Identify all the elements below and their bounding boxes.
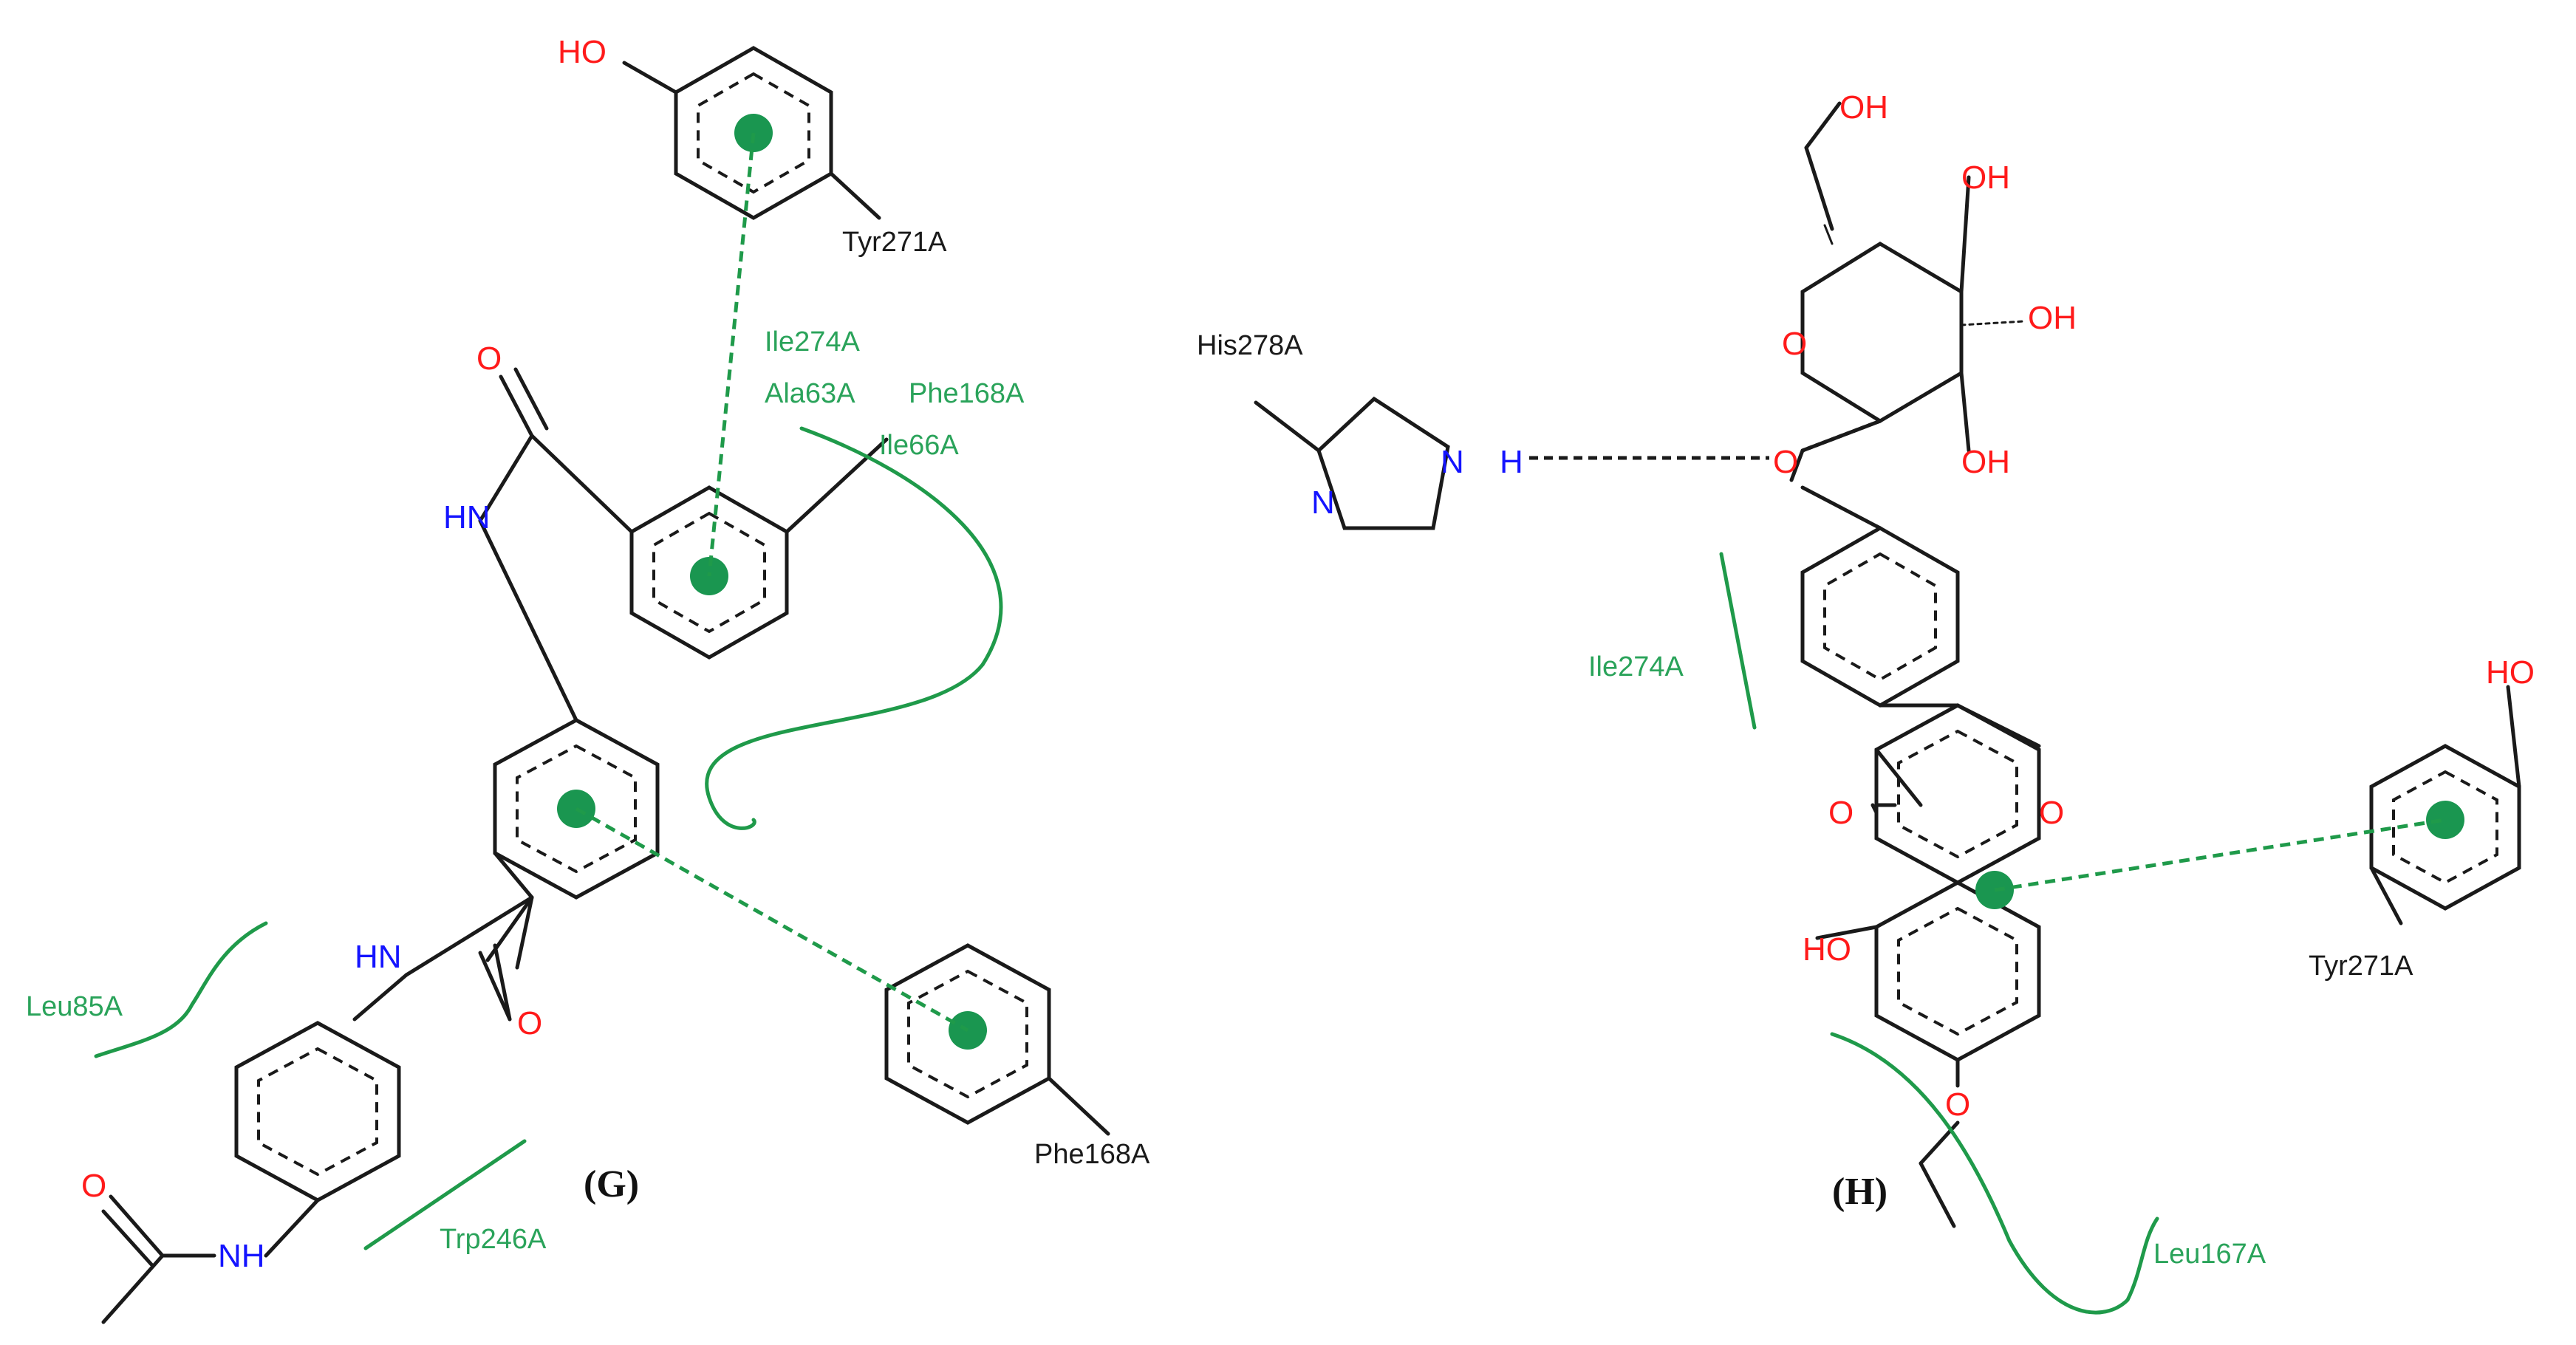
atom-o-link: O bbox=[1773, 444, 1798, 480]
residue-tyr271-g: Tyr271A bbox=[842, 227, 947, 258]
hydrophobic-arc-trp246 bbox=[363, 1139, 527, 1250]
pi-stack-phe168 bbox=[575, 807, 969, 1033]
atom-hn-mid-g: HN bbox=[355, 939, 402, 975]
atom-oh-2: OH bbox=[2028, 300, 2077, 336]
atom-oh-3: OH bbox=[1961, 444, 2010, 480]
hydrophobic-arc-ile66 bbox=[705, 426, 1003, 830]
residue-phe168-g: Phe168A bbox=[1034, 1139, 1150, 1170]
residue-phe168-top-g: Phe168A bbox=[909, 378, 1025, 409]
atom-o-ketone: O bbox=[1828, 795, 1854, 831]
panel-g: HO O HN HN O O NH Tyr271A Ile274A Ala63A… bbox=[26, 34, 1150, 1324]
pi-center-tyr271-h bbox=[2426, 801, 2464, 839]
residue-ile274-h: Ile274A bbox=[1588, 651, 1684, 682]
atom-ho-tyr: HO bbox=[2486, 654, 2535, 691]
panel-h: OH OH OH OH O O N N H O O HO O HO His278… bbox=[1197, 89, 2535, 1315]
sugar-ring bbox=[1789, 101, 1971, 482]
tyr271-ring-h bbox=[2369, 685, 2521, 925]
atom-o-ether: O bbox=[1945, 1086, 1970, 1123]
atom-h-his: H bbox=[1500, 444, 1523, 480]
phe168-ring bbox=[884, 943, 1110, 1136]
residue-ala63-g: Ala63A bbox=[765, 378, 855, 409]
atom-o-ring: O bbox=[1782, 326, 1807, 362]
atom-oh-ch2: OH bbox=[1839, 89, 1888, 126]
atom-o-top-g: O bbox=[476, 340, 502, 377]
phenyl-ring-h bbox=[1800, 485, 1960, 708]
atom-o-bottom-g: O bbox=[81, 1168, 106, 1204]
atom-o-mid-g: O bbox=[517, 1005, 542, 1041]
chromone-system bbox=[1815, 703, 2041, 1228]
residue-his278: His278A bbox=[1197, 330, 1303, 361]
atom-ho-g: HO bbox=[558, 34, 607, 70]
pi-stack-tyr271-h bbox=[1994, 818, 2446, 892]
hydrophobic-arc-ile274-h bbox=[1719, 552, 1757, 730]
residue-leu167: Leu167A bbox=[2153, 1239, 2266, 1270]
residue-trp246-g: Trp246A bbox=[440, 1224, 547, 1255]
panel-label-h: (H) bbox=[1832, 1171, 1887, 1213]
residue-tyr271-h: Tyr271A bbox=[2309, 951, 2413, 982]
panel-label-g: (G) bbox=[584, 1163, 639, 1205]
pi-stack-tyr271 bbox=[707, 132, 756, 577]
tyr271-ring bbox=[622, 46, 881, 220]
hydrophobic-arc-leu167 bbox=[1830, 1032, 2159, 1315]
residue-leu85-g: Leu85A bbox=[26, 991, 123, 1022]
atom-nh-his: N bbox=[1441, 444, 1464, 480]
his278-imidazole bbox=[1254, 396, 1450, 530]
atom-oh-1: OH bbox=[1961, 160, 2010, 196]
residue-ile66-g: Ile66A bbox=[879, 430, 959, 461]
hashed-bonds bbox=[1800, 224, 2026, 453]
hydrophobic-arc-leu85 bbox=[94, 921, 268, 1058]
atom-ho-flav: HO bbox=[1803, 931, 1851, 968]
atom-o-chromone: O bbox=[2039, 795, 2064, 831]
residue-ile274-g: Ile274A bbox=[765, 326, 861, 357]
ligand-ring-1 bbox=[530, 434, 889, 660]
atom-hn-top-g: HN bbox=[443, 499, 491, 535]
ligand-ring-lower bbox=[234, 1021, 401, 1258]
atom-n-his: N bbox=[1311, 485, 1335, 521]
atom-nh-bottom-g: NH bbox=[218, 1238, 265, 1274]
